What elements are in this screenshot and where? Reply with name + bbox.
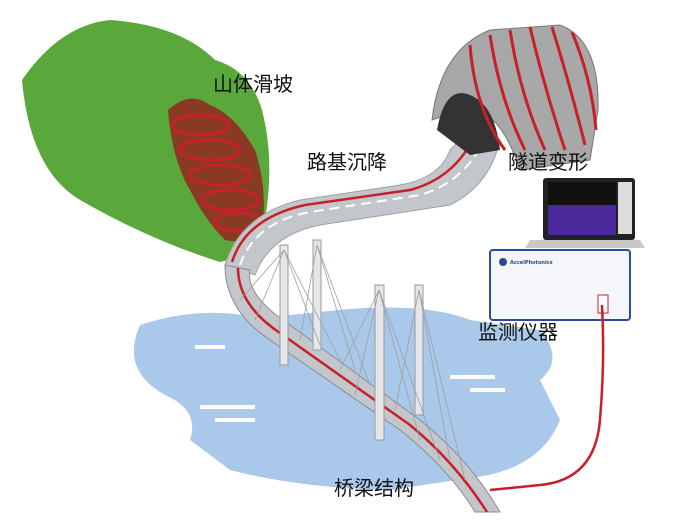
monitoring-instrument: AccelPhotonics (489, 249, 631, 321)
fiber-cable (489, 304, 605, 492)
landslide-fiber-coil (170, 113, 264, 233)
label-bridge-structure: 桥梁结构 (334, 476, 414, 500)
bridge-pylons (279, 239, 424, 441)
device-brand: AccelPhotonics (510, 260, 553, 266)
label-tunnel-deformation: 隧道变形 (508, 150, 588, 174)
water-ripples (195, 345, 505, 422)
label-monitoring-instrument: 监测仪器 (478, 320, 558, 344)
bridge-deck (224, 264, 501, 513)
label-landslide: 山体滑坡 (213, 72, 293, 96)
river (133, 307, 560, 490)
bridge-cables (239, 244, 466, 481)
tunnel-fiber-coil (468, 26, 598, 151)
laptop (525, 178, 645, 248)
label-subgrade-settlement: 路基沉降 (307, 150, 387, 174)
